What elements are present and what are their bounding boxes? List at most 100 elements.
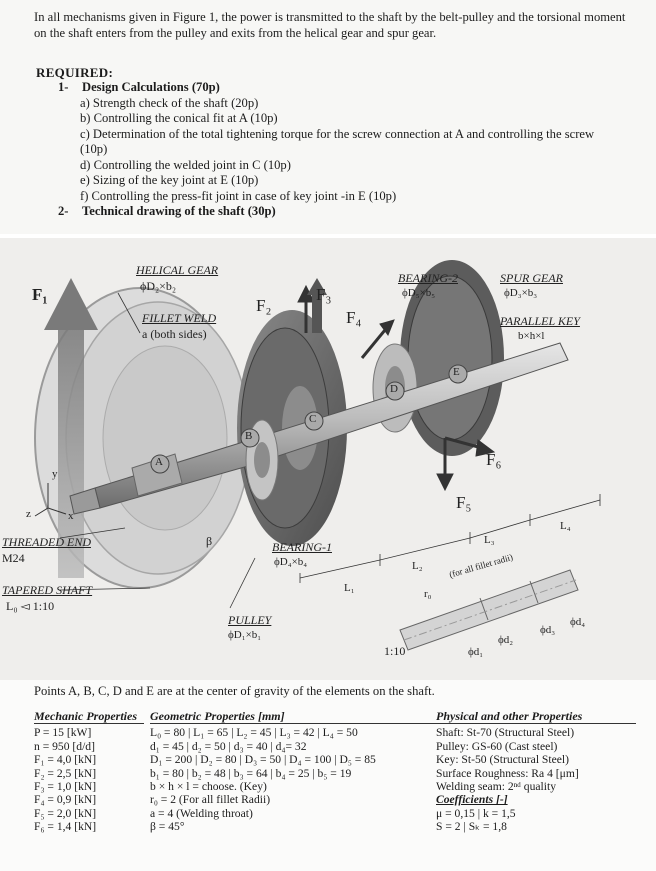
- force-f5-label: F₅: [456, 493, 472, 512]
- property-tables: Mechanic Properties P = 15 [kW] n = 950 …: [34, 709, 636, 870]
- force-f4-label: F₄: [346, 308, 362, 327]
- required-item-number: 2-: [58, 204, 69, 218]
- physical-row: Welding seam: 2ⁿᵈ quality: [436, 780, 556, 794]
- mechanism-figure: HELICAL GEAR ϕD₂×b₂ FILLET WELD a (both …: [0, 238, 656, 680]
- required-list: 1- Design Calculations (70p) a) Strength…: [58, 80, 648, 220]
- required-item-2: 2- Technical drawing of the shaft (30p): [58, 204, 648, 220]
- problem-statement: In all mechanisms given in Figure 1, the…: [0, 0, 656, 235]
- point-e-label: E: [453, 366, 460, 378]
- physical-row: Surface Roughness: Ra 4 [μm]: [436, 766, 579, 780]
- pulley-dim: ϕD₁×b₁: [228, 629, 262, 641]
- force-f6-label: F₆: [486, 450, 502, 469]
- required-item-number: 1-: [58, 80, 69, 94]
- required-sub-c-points: (10p): [80, 142, 108, 156]
- bearing-1-label: BEARING-1: [272, 540, 332, 554]
- fillet-weld-label: FILLET WELD: [142, 311, 217, 325]
- dim-d3-label: ϕd₃: [540, 624, 556, 636]
- physical-row: Shaft: St-70 (Structural Steel): [436, 726, 575, 740]
- required-title: REQUIRED:: [36, 65, 114, 80]
- required-sub-e: e) Sizing of the key joint at E (10p): [80, 173, 259, 187]
- physical-row: Key: St-50 (Structural Steel): [436, 753, 569, 767]
- mechanic-row: n = 950 [d/d]: [34, 739, 95, 753]
- coefficient-row: μ = 0,15 | k = 1,5: [436, 806, 516, 820]
- physical-properties: Physical and other Properties Shaft: St-…: [436, 709, 636, 834]
- point-a-label: A: [155, 456, 163, 468]
- mechanic-row: P = 15 [kW]: [34, 726, 92, 740]
- dim-d4-label: ϕd₄: [570, 616, 586, 628]
- geometric-row: r₀ = 2 (For all fillet Radii): [150, 793, 271, 807]
- mechanic-properties-title: Mechanic Properties: [34, 709, 144, 725]
- geometric-row: d₁ = 45 | d₂ = 50 | d₃ = 40 | d₄= 32: [150, 739, 307, 753]
- geometric-properties: Geometric Properties [mm] L₀ = 80 | L₁ =…: [150, 709, 440, 834]
- mechanic-row: F₁ = 4,0 [kN]: [34, 753, 97, 767]
- beta-label: β: [206, 534, 213, 548]
- dim-d2-label: ϕd₂: [498, 634, 514, 646]
- dim-l1-label: L₁: [344, 582, 355, 594]
- geometric-row: b₁ = 80 | b₂ = 48 | b₃ = 64 | b₄ = 25 | …: [150, 766, 352, 780]
- photo-seam: [0, 234, 656, 238]
- intro-text: In all mechanisms given in Figure 1, the…: [34, 10, 626, 40]
- coefficient-row: S = 2 | Sₖ = 1,8: [436, 820, 507, 834]
- physical-row: Pulley: GS-60 (Cast steel): [436, 739, 558, 753]
- force-f1-label: F₁: [32, 285, 48, 304]
- geometric-row: β = 45°: [150, 820, 185, 834]
- point-b-label: B: [245, 430, 253, 442]
- mechanic-properties: Mechanic Properties P = 15 [kW] n = 950 …: [34, 709, 144, 834]
- mechanism-drawing: [34, 260, 601, 651]
- geometric-row: a = 4 (Welding throat): [150, 806, 253, 820]
- physical-properties-title: Physical and other Properties: [436, 709, 636, 725]
- dim-l2-label: L₂: [412, 560, 423, 572]
- geometric-properties-title: Geometric Properties [mm]: [150, 709, 440, 725]
- dimension-lines: [59, 292, 601, 609]
- point-markers: [150, 364, 468, 474]
- helical-gear-label: HELICAL GEAR: [136, 263, 219, 277]
- required-sub-a: a) Strength check of the shaft (20p): [80, 95, 259, 110]
- mechanic-row: F₆ = 1,4 [kN]: [34, 820, 97, 834]
- mechanic-row: F₄ = 0,9 [kN]: [34, 793, 97, 807]
- force-f3-label: F₃: [316, 285, 332, 304]
- force-f2-label: F₂: [256, 296, 272, 315]
- tapered-shaft-label: TAPERED SHAFT: [2, 583, 93, 597]
- mechanic-row: F₅ = 2,0 [kN]: [34, 806, 97, 820]
- dim-l4-label: L₄: [560, 520, 571, 532]
- point-d-label: D: [390, 383, 398, 395]
- fillet-radius-label: r₀: [424, 588, 432, 600]
- axis-x-label: x: [68, 510, 74, 522]
- bearing-2-dim: ϕD₅×b₅: [402, 287, 436, 299]
- required-sub-d: d) Controlling the welded joint in C (10…: [80, 157, 291, 172]
- pulley-label: PULLEY: [228, 613, 272, 627]
- thread-size: M24: [2, 551, 25, 565]
- geometric-row: D₁ = 200 | D₂ = 80 | D₃ = 50 | D₄ = 100 …: [150, 753, 376, 767]
- point-c-label: C: [309, 413, 317, 425]
- geometric-row: L₀ = 80 | L₁ = 65 | L₂ = 45 | L₃ = 42 | …: [150, 726, 358, 740]
- shaft: [69, 342, 569, 515]
- parallel-key-dim: b×h×l: [518, 330, 545, 342]
- fillet-weld-note: a (both sides): [142, 327, 207, 341]
- spur-gear-label: SPUR GEAR: [500, 271, 563, 285]
- scale-label: 1:10: [384, 644, 406, 658]
- bearing-1-dim: ϕD₄×b₄: [274, 556, 308, 568]
- shaft-detail-drawing: [399, 569, 579, 651]
- dim-d1-label: ϕd₁: [468, 646, 484, 658]
- required-sub-c: c) Determination of the total tightening…: [80, 126, 595, 141]
- threaded-end-label: THREADED END: [2, 535, 91, 549]
- bearing-2-label: BEARING-2: [398, 271, 458, 285]
- axis-triad: [34, 483, 67, 517]
- required-item-1: 1- Design Calculations (70p): [58, 80, 648, 96]
- force-arrows: [297, 278, 496, 492]
- required-item-label: Design Calculations (70p): [82, 80, 220, 94]
- coefficients-title: Coefficients [-]: [436, 793, 508, 807]
- mechanic-row: F₃ = 1,0 [kN]: [34, 780, 97, 794]
- spur-gear-dim: ϕD₃×b₃: [504, 287, 538, 299]
- axis-z-label: z: [26, 508, 31, 520]
- helical-gear-dim: ϕD₂×b₂: [140, 279, 177, 293]
- axis-y-label: y: [52, 468, 58, 480]
- taper-ratio: L₀ ◅ 1:10: [6, 599, 55, 613]
- geometric-row: b × h × l = choose. (Key): [150, 780, 267, 794]
- parallel-key-label: PARALLEL KEY: [500, 314, 580, 328]
- mechanic-row: F₂ = 2,5 [kN]: [34, 766, 97, 780]
- required-sub-f: f) Controlling the press-fit joint in ca…: [80, 188, 397, 203]
- points-note: Points A, B, C, D and E are at the cente…: [34, 684, 435, 698]
- dim-l3-label: L₃: [484, 534, 495, 546]
